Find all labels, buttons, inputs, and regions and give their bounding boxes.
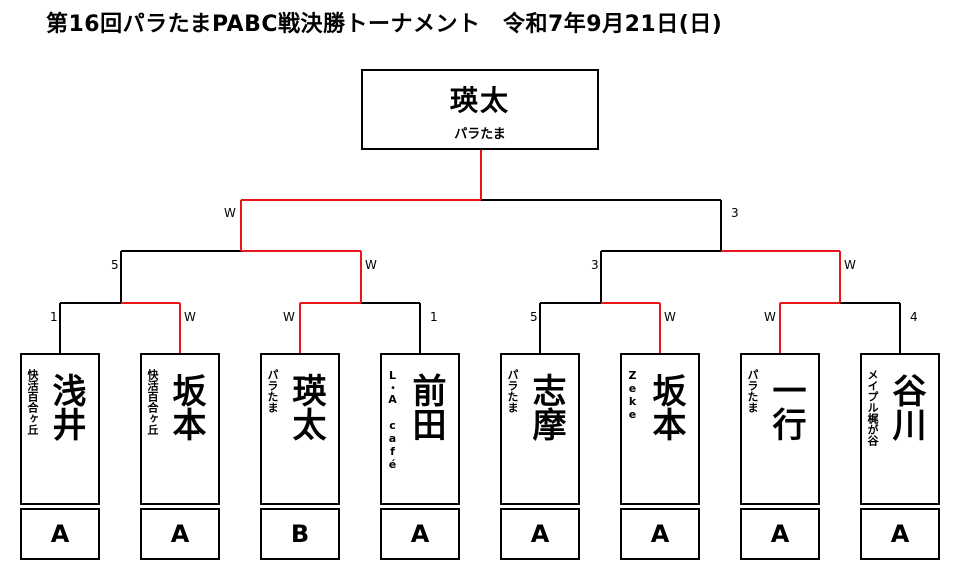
grade-box: B <box>260 508 340 560</box>
score-label: 1 <box>50 310 58 324</box>
player-box: パラたま 瑛太 <box>260 353 340 505</box>
score-label: W <box>184 310 196 324</box>
player-team: L・A café <box>386 369 399 471</box>
grade-box: A <box>140 508 220 560</box>
score-label: W <box>224 206 236 220</box>
score-label: 5 <box>530 310 538 324</box>
grade-box: A <box>620 508 700 560</box>
player-name: 坂本 <box>166 373 206 441</box>
score-label: 1 <box>430 310 438 324</box>
player-box: パラたま 志摩 <box>500 353 580 505</box>
score-label: 5 <box>111 258 119 272</box>
player-box: 快活百合ヶ丘 坂本 <box>140 353 220 505</box>
grade-box: A <box>20 508 100 560</box>
player-name: 瑛太 <box>286 373 326 441</box>
player-box: L・A café 前田 <box>380 353 460 505</box>
player-team: パラたま <box>506 369 519 413</box>
champion-name: 瑛太 <box>449 84 510 117</box>
score-label: W <box>664 310 676 324</box>
grade-box: A <box>740 508 820 560</box>
player-team: 快活百合ヶ丘 <box>146 369 159 435</box>
player-name: 坂本 <box>646 373 686 441</box>
player-name: 谷川 <box>886 373 926 441</box>
grade-box: A <box>500 508 580 560</box>
player-box: 快活百合ヶ丘 浅井 <box>20 353 100 505</box>
player-box: メイプル梶が谷 谷川 <box>860 353 940 505</box>
player-team: 快活百合ヶ丘 <box>26 369 39 435</box>
player-name: 一行 <box>766 373 806 441</box>
champion-box: 瑛太 パラたま <box>361 69 599 150</box>
score-label: W <box>764 310 776 324</box>
score-label: 4 <box>910 310 918 324</box>
score-label: W <box>365 258 377 272</box>
grade-box: A <box>860 508 940 560</box>
player-team: パラたま <box>746 369 759 413</box>
player-box: パラたま 一行 <box>740 353 820 505</box>
champion-team: パラたま <box>454 127 506 142</box>
player-team: Zeke <box>626 369 639 421</box>
player-team: メイプル梶が谷 <box>866 369 879 446</box>
score-label: 3 <box>591 258 599 272</box>
grade-box: A <box>380 508 460 560</box>
player-name: 浅井 <box>46 373 86 441</box>
score-label: W <box>283 310 295 324</box>
player-name: 前田 <box>406 373 446 441</box>
score-label: W <box>844 258 856 272</box>
page-title: 第16回パラたまPABC戦決勝トーナメント 令和7年9月21日(日) <box>46 12 723 37</box>
player-team: パラたま <box>266 369 279 413</box>
player-box: Zeke 坂本 <box>620 353 700 505</box>
player-name: 志摩 <box>526 373 566 441</box>
score-label: 3 <box>731 206 739 220</box>
